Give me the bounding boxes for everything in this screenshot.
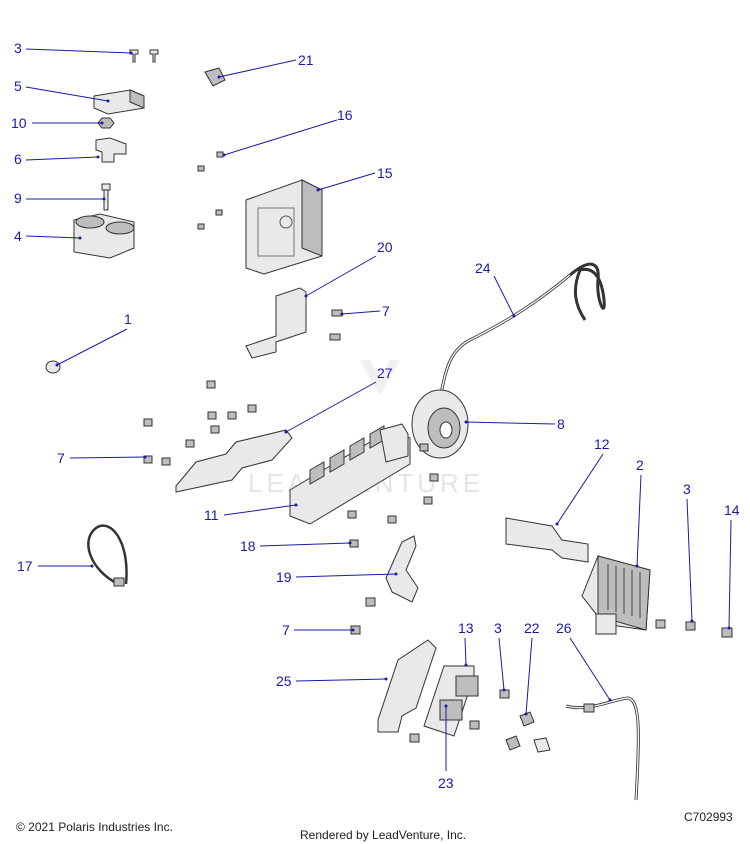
- clip-part-21: [204, 67, 226, 87]
- callout-7-lower: 7: [282, 622, 355, 638]
- svg-text:18: 18: [240, 538, 256, 554]
- callout-13: 13: [458, 620, 474, 667]
- svg-text:17: 17: [17, 558, 33, 574]
- callout-18: 18: [240, 538, 352, 554]
- svg-text:7: 7: [382, 303, 390, 319]
- screw-part-25: [409, 733, 420, 743]
- svg-text:27: 27: [377, 365, 393, 381]
- bolt-part-9: [101, 183, 111, 211]
- screw-part-3-right: [655, 619, 696, 631]
- svg-text:3: 3: [494, 620, 502, 636]
- svg-text:7: 7: [282, 622, 290, 638]
- screw-part-3-topleft: [129, 49, 159, 63]
- callout-7-mid: 7: [57, 450, 147, 466]
- callout-17: 17: [17, 558, 94, 574]
- ecu-part-15: [245, 179, 323, 275]
- callout-11: 11: [204, 503, 298, 523]
- svg-text:24: 24: [475, 260, 491, 276]
- svg-text:25: 25: [276, 673, 292, 689]
- callout-14: 14: [724, 502, 740, 630]
- coil-part-4: [73, 213, 135, 259]
- callout-6: 6: [14, 151, 100, 167]
- callout-1: 1: [55, 311, 132, 367]
- screw-part-23: [469, 720, 480, 730]
- callout-16: 16: [222, 107, 353, 157]
- svg-text:3: 3: [14, 40, 22, 56]
- bracket-part-27: [175, 429, 293, 493]
- callout-23: 23: [438, 704, 454, 791]
- callout-3-right: 3: [683, 481, 694, 623]
- callout-19: 19: [276, 569, 398, 585]
- callout-12: 12: [555, 436, 610, 526]
- callout-24: 24: [475, 260, 516, 318]
- wire-part-26: [565, 696, 640, 801]
- bracket-part-20: [245, 287, 307, 359]
- screw-part-7-upper: [329, 309, 343, 341]
- callout-20: 20: [304, 239, 393, 298]
- callout-10: 10: [11, 115, 104, 131]
- svg-text:3: 3: [683, 481, 691, 497]
- bracket-part-6: [95, 137, 127, 163]
- fuse-block-part-11: [289, 423, 411, 525]
- clamp-part-1: [45, 360, 61, 374]
- callout-9: 9: [14, 190, 106, 206]
- screw-part-16: [197, 151, 224, 230]
- callout-3-lower: 3: [494, 620, 506, 692]
- svg-text:13: 13: [458, 620, 474, 636]
- copyright-text: © 2021 Polaris Industries Inc.: [16, 820, 173, 834]
- callout-22: 22: [524, 620, 540, 716]
- sensor-part-8: [411, 389, 469, 459]
- bracket-part-5: [93, 89, 145, 115]
- svg-text:7: 7: [57, 450, 65, 466]
- svg-text:15: 15: [377, 165, 393, 181]
- callout-26: 26: [556, 620, 612, 702]
- screw-part-19: [365, 597, 376, 607]
- screw-part-18-cluster: [347, 443, 439, 548]
- svg-text:14: 14: [724, 502, 740, 518]
- svg-text:1: 1: [124, 311, 132, 327]
- svg-text:9: 9: [14, 190, 22, 206]
- svg-text:4: 4: [14, 228, 22, 244]
- wire-part-24: [438, 262, 606, 401]
- svg-text:6: 6: [14, 151, 22, 167]
- callout-25: 25: [276, 673, 388, 689]
- svg-text:2: 2: [636, 457, 644, 473]
- svg-text:8: 8: [557, 416, 565, 432]
- bracket-part-12: [505, 517, 589, 563]
- svg-text:22: 22: [524, 620, 540, 636]
- callout-2: 2: [635, 457, 644, 568]
- rendered-by-text: Rendered by LeadVenture, Inc.: [300, 828, 467, 842]
- svg-text:26: 26: [556, 620, 572, 636]
- svg-text:21: 21: [298, 52, 314, 68]
- screw-part-7-cluster: [143, 380, 257, 466]
- svg-text:11: 11: [204, 507, 219, 523]
- callout-7-upper: 7: [340, 303, 390, 319]
- svg-text:23: 23: [438, 775, 454, 791]
- callout-15: 15: [316, 165, 393, 192]
- svg-text:10: 10: [11, 115, 27, 131]
- callout-5: 5: [14, 78, 110, 103]
- svg-text:12: 12: [594, 436, 610, 452]
- callout-4: 4: [14, 228, 82, 244]
- regulator-part-2: [581, 555, 651, 635]
- callout-21: 21: [217, 52, 314, 79]
- callout-8: 8: [464, 416, 565, 432]
- bracket-part-19: [385, 535, 419, 603]
- svg-text:19: 19: [276, 569, 292, 585]
- nut-part-14: [721, 627, 733, 638]
- bracket-part-25: [377, 639, 437, 733]
- clip-part-22: [505, 711, 551, 753]
- diagram-code: C702993: [684, 810, 733, 824]
- svg-text:16: 16: [337, 107, 353, 123]
- callout-3-topleft: 3: [14, 40, 133, 56]
- svg-text:20: 20: [377, 239, 393, 255]
- svg-text:5: 5: [14, 78, 22, 94]
- callout-27: 27: [284, 365, 393, 434]
- strap-part-17: [87, 524, 128, 587]
